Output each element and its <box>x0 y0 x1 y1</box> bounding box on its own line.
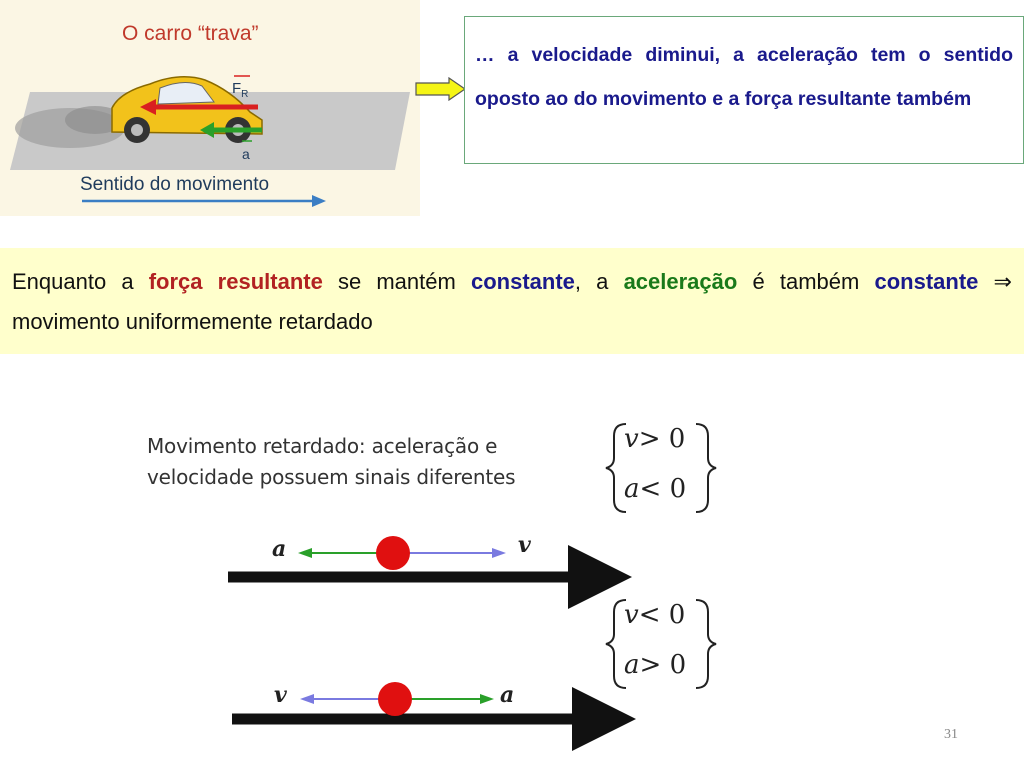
highlight-acceleration: aceleração <box>623 269 738 294</box>
motion-axis-head-1 <box>568 545 632 609</box>
pointer-arrow-icon <box>415 77 467 101</box>
car-illustration <box>0 0 420 216</box>
velocity-label-1: v <box>518 532 531 558</box>
statement-band: Enquanto a força resultante se mantém co… <box>0 248 1024 354</box>
implies-symbol: ⇒ <box>978 269 1012 294</box>
condition-2-acceleration: a> 0 <box>624 650 687 680</box>
condition-1-velocity: v> 0 <box>624 424 686 454</box>
condition-2-velocity: v< 0 <box>624 600 686 630</box>
brace-right-1 <box>695 423 717 513</box>
car-window <box>157 82 215 105</box>
highlight-constant-2: constante <box>874 269 979 294</box>
ball-2 <box>378 682 412 716</box>
skid-smoke-2 <box>65 106 125 134</box>
car-figure-title: O carro “trava” <box>122 22 259 45</box>
accel-arrow-head <box>200 122 214 138</box>
direction-label: Sentido do movimento <box>80 174 270 195</box>
accel-label-1: a <box>272 536 287 562</box>
highlight-constant: constante <box>470 269 575 294</box>
retarded-motion-title: Movimento retardado: aceleração e veloci… <box>147 434 516 489</box>
accel-label-2: a <box>500 682 515 708</box>
callout-text: … a velocidade diminui, a aceleração tem… <box>475 44 1013 110</box>
ball-1 <box>376 536 410 570</box>
brace-left-1 <box>605 423 627 513</box>
highlight-resultant-force: força resultante <box>148 269 323 294</box>
statement-text: Enquanto a força resultante se mantém co… <box>12 269 1012 334</box>
brace-left-2 <box>605 599 627 689</box>
direction-arrow-head <box>312 195 326 207</box>
acceleration-label: a <box>242 146 250 162</box>
brace-right-2 <box>695 599 717 689</box>
motion-axis-head-2 <box>572 687 636 751</box>
page-number: 31 <box>944 727 958 742</box>
force-arrow-head <box>140 99 156 115</box>
car-braking-figure: O carro “trava” FR a Sentido do moviment… <box>0 0 420 216</box>
velocity-label-2: v <box>274 682 287 708</box>
resultant-force-label: FR <box>232 80 249 100</box>
callout-box: … a velocidade diminui, a aceleração tem… <box>464 16 1024 164</box>
condition-1-acceleration: a< 0 <box>624 474 687 504</box>
